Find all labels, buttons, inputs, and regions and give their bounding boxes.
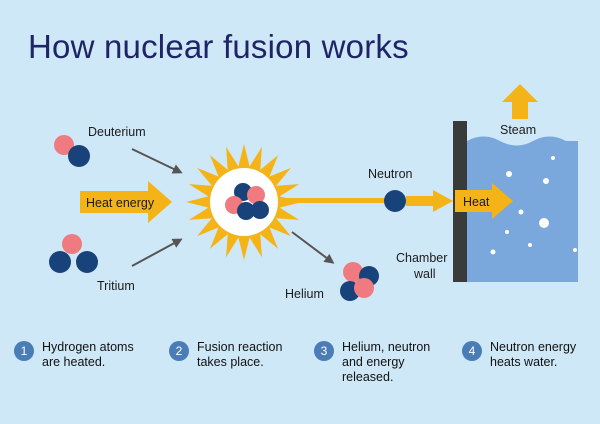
water-tank xyxy=(467,136,578,282)
neutron-arrow xyxy=(406,190,453,212)
energy-beam xyxy=(279,198,391,203)
deuterium-atom xyxy=(54,135,90,167)
neutron-particle xyxy=(384,190,406,212)
deuterium-label: Deuterium xyxy=(88,125,146,139)
step-text: Helium, neutron and energy released. xyxy=(342,340,431,384)
step-number-badge: 4 xyxy=(462,341,482,361)
neutron-label: Neutron xyxy=(368,167,413,181)
fusion-burst xyxy=(186,144,302,260)
proton xyxy=(62,234,82,254)
step-number-badge: 3 xyxy=(314,341,334,361)
helium-label: Helium xyxy=(285,287,324,301)
helium-atom xyxy=(340,262,379,301)
neutron-particle xyxy=(76,251,98,273)
heat-energy-arrow xyxy=(80,181,172,223)
helium-arrow xyxy=(291,231,335,264)
neutron-particle xyxy=(68,145,90,167)
fusing-nucleus xyxy=(225,183,269,220)
step-text: Fusion reaction takes place. xyxy=(197,340,283,369)
step-1: 1 Hydrogen atoms are heated. xyxy=(14,340,134,370)
proton xyxy=(54,135,74,155)
tritium-arrow xyxy=(131,238,183,267)
step-number-badge: 1 xyxy=(14,341,34,361)
steam-label: Steam xyxy=(500,123,536,137)
heat-label: Heat xyxy=(463,195,490,209)
tritium-atom xyxy=(49,234,98,273)
heat-arrow xyxy=(455,183,513,219)
heat-energy-label: Heat energy xyxy=(86,196,155,210)
steam-arrow xyxy=(502,84,538,119)
step-text: Neutron energy heats water. xyxy=(490,340,577,369)
page-title: How nuclear fusion works xyxy=(28,28,409,65)
chamber-wall-label: Chamber wall xyxy=(396,251,451,281)
step-number-badge: 2 xyxy=(169,341,189,361)
step-2: 2 Fusion reaction takes place. xyxy=(169,340,282,370)
bubbles xyxy=(490,156,577,255)
step-4: 4 Neutron energy heats water. xyxy=(462,340,576,370)
step-text: Hydrogen atoms are heated. xyxy=(42,340,134,369)
neutron-particle xyxy=(49,251,71,273)
step-3: 3 Helium, neutron and energy released. xyxy=(314,340,430,385)
deuterium-arrow xyxy=(131,148,183,174)
tritium-label: Tritium xyxy=(97,279,135,293)
